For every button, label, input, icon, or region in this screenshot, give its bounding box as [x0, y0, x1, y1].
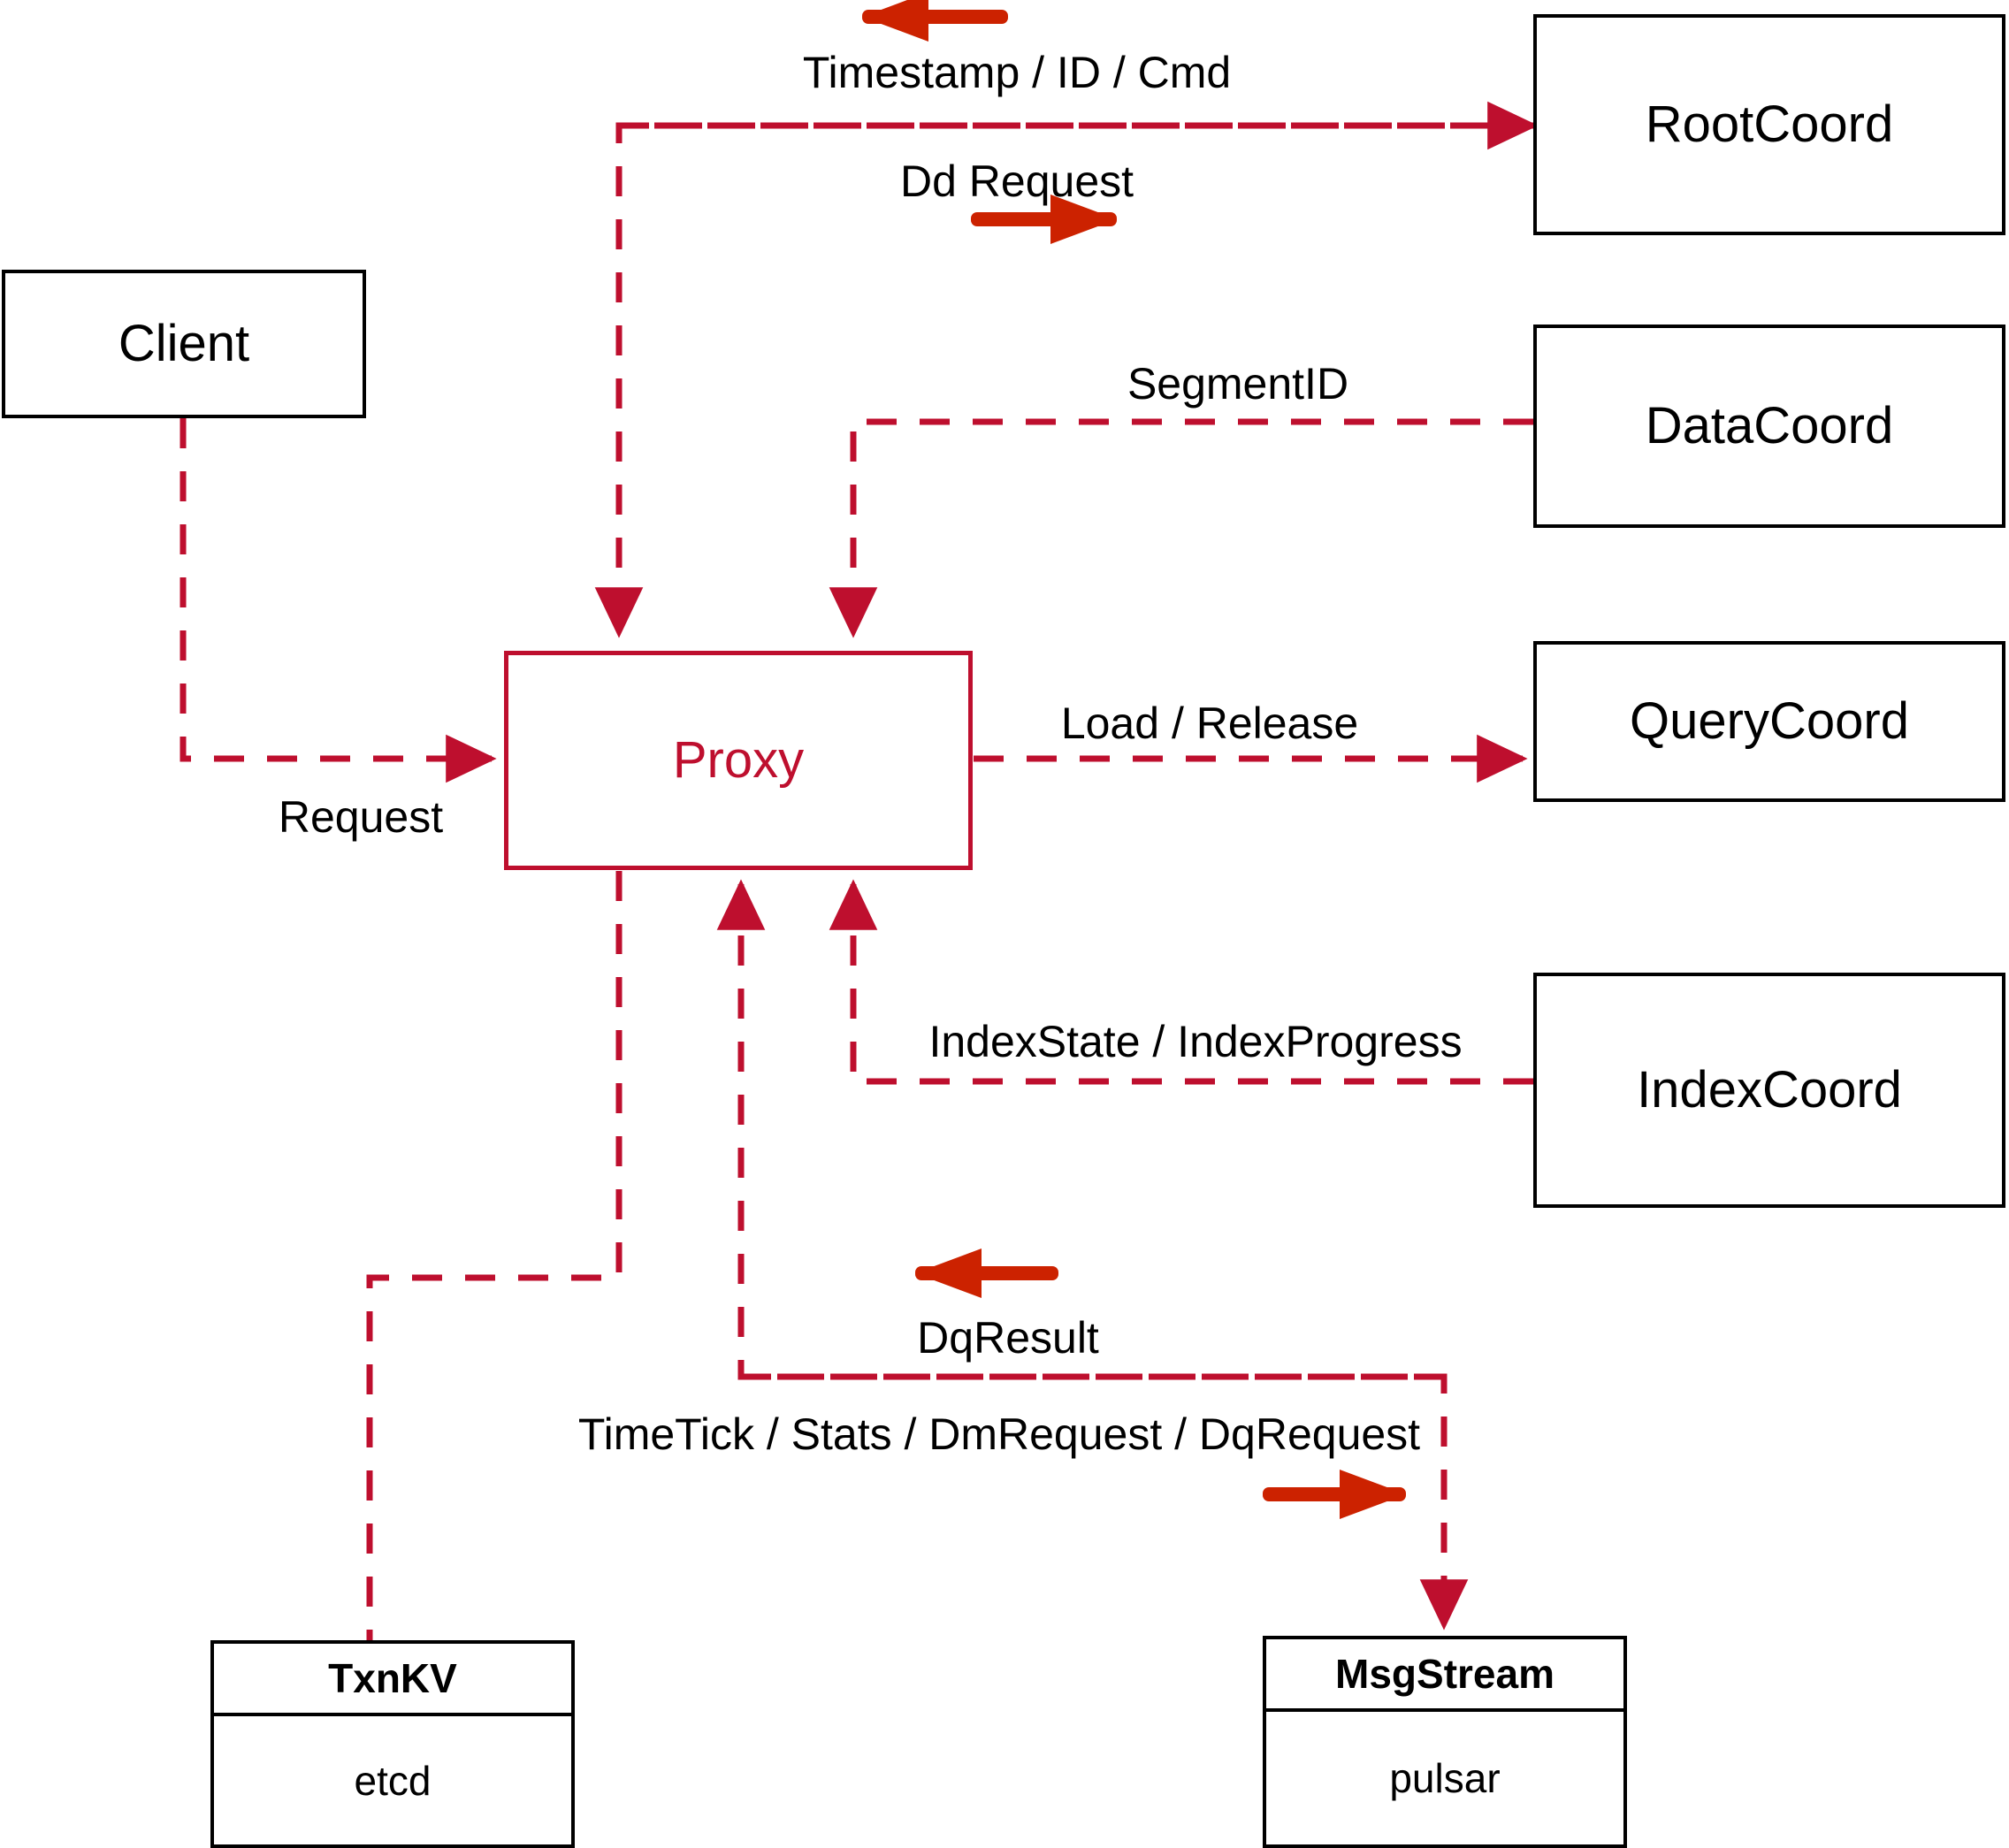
edge-dq-result: [716, 879, 1444, 1380]
node-proxy[interactable]: Proxy: [504, 651, 973, 870]
node-index-coord-label: IndexCoord: [1637, 1061, 1902, 1119]
edge-segment-id: [829, 418, 1533, 638]
edge-label-index-state-progress: IndexState / IndexProgress: [928, 1017, 1463, 1066]
node-msgstream[interactable]: MsgStream pulsar: [1263, 1636, 1627, 1848]
edge-label-segment-id: SegmentID: [1127, 359, 1349, 409]
direction-arrow-left-top: [862, 0, 1008, 42]
node-txnkv-impl: etcd: [354, 1757, 432, 1804]
node-client-label: Client: [118, 315, 250, 372]
node-root-coord[interactable]: RootCoord: [1533, 14, 2005, 235]
node-data-coord-label: DataCoord: [1645, 397, 1894, 454]
direction-arrow-right-dd: [971, 195, 1117, 244]
node-txnkv-header: TxnKV: [214, 1644, 571, 1716]
node-msgstream-header: MsgStream: [1266, 1639, 1623, 1712]
edge-request: [180, 418, 497, 783]
node-msgstream-impl: pulsar: [1389, 1755, 1501, 1801]
node-index-coord[interactable]: IndexCoord: [1533, 973, 2005, 1208]
node-txnkv-title: TxnKV: [328, 1655, 457, 1701]
node-txnkv[interactable]: TxnKV etcd: [210, 1640, 575, 1848]
node-txnkv-body: etcd: [214, 1716, 571, 1844]
edge-label-dq-result: DqResult: [917, 1313, 1099, 1363]
edge-proxy-txnkv: [366, 871, 623, 1640]
edge-index-state-progress: [829, 879, 1533, 1085]
edge-label-timestamp-id-cmd: Timestamp / ID / Cmd: [802, 48, 1232, 97]
node-data-coord[interactable]: DataCoord: [1533, 325, 2005, 528]
direction-arrow-left-dqresult: [915, 1249, 1058, 1298]
node-msgstream-title: MsgStream: [1335, 1651, 1554, 1697]
edge-label-dd-request: Dd Request: [899, 157, 1134, 206]
node-query-coord[interactable]: QueryCoord: [1533, 641, 2005, 802]
edge-label-load-release: Load / Release: [1060, 699, 1359, 748]
node-msgstream-body: pulsar: [1266, 1712, 1623, 1844]
node-proxy-label: Proxy: [672, 731, 805, 789]
edge-label-timetick-stats-dm-dq: TimeTick / Stats / DmRequest / DqRequest: [577, 1409, 1421, 1459]
direction-arrows: [862, 0, 1406, 1519]
node-root-coord-label: RootCoord: [1645, 95, 1894, 153]
edge-label-request: Request: [278, 792, 444, 842]
edge-timetick-stats-dm-dq: [741, 1373, 1469, 1630]
direction-arrow-right-timetick: [1263, 1470, 1406, 1519]
node-query-coord-label: QueryCoord: [1630, 692, 1909, 750]
node-client[interactable]: Client: [2, 270, 366, 418]
